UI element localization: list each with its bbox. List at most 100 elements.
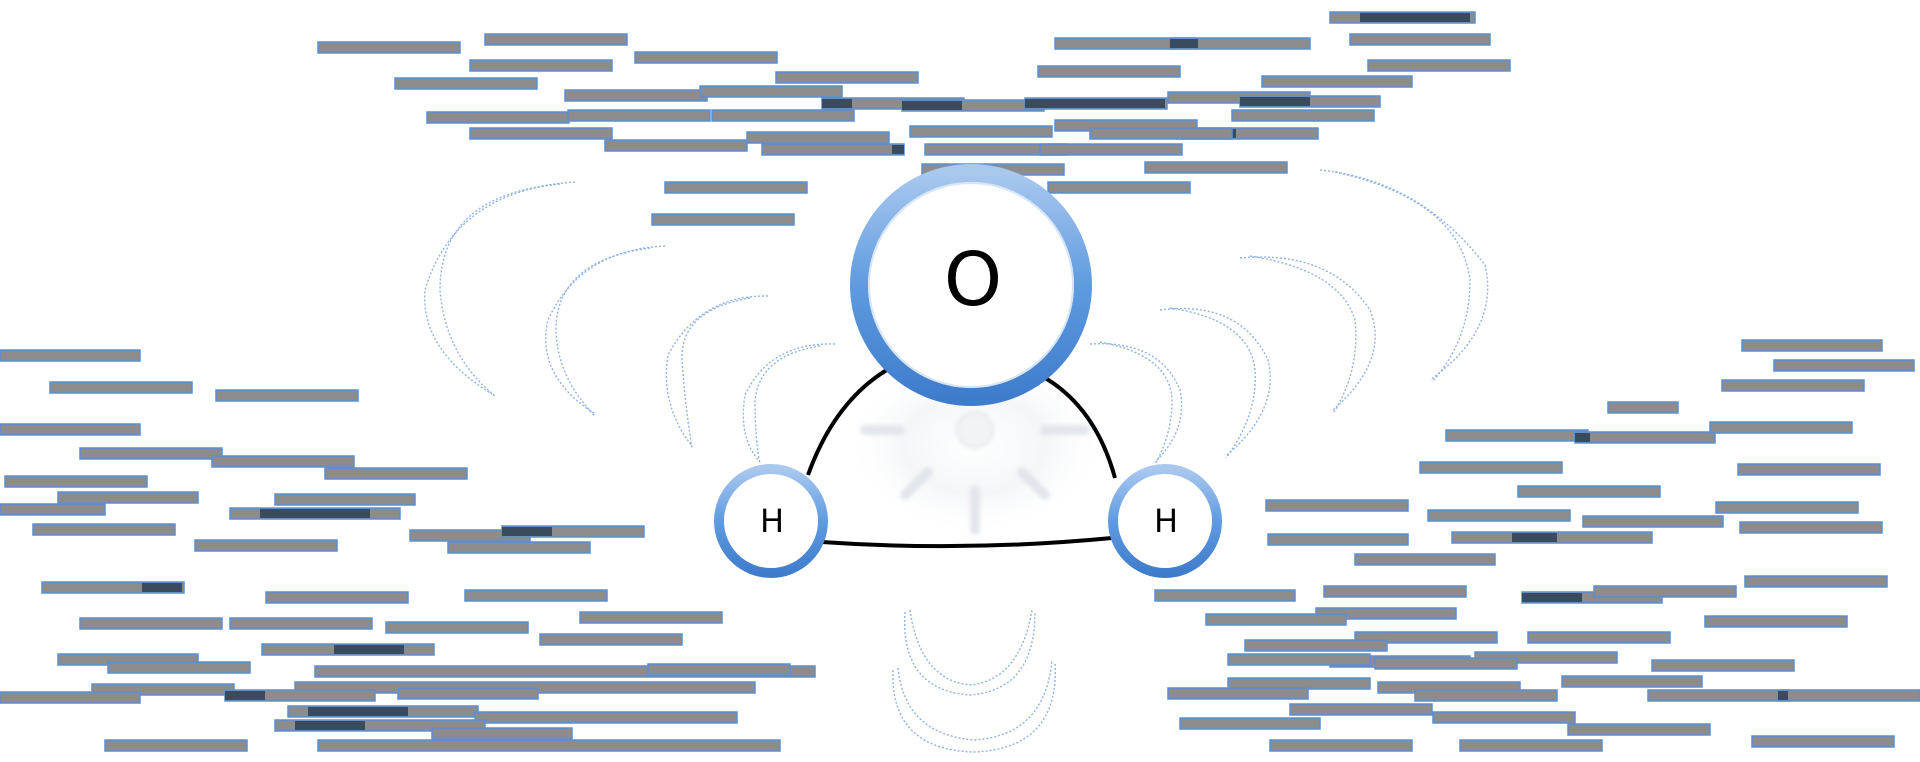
redacted-bar	[1261, 75, 1413, 88]
redacted-bar	[215, 389, 359, 402]
redacted-bar	[79, 617, 223, 630]
hydrogen-atom-left: H	[714, 464, 828, 578]
redacted-bar	[1269, 739, 1413, 752]
redacted-bar	[0, 503, 106, 516]
bond-left	[806, 366, 892, 476]
redacted-bar	[104, 739, 248, 752]
bond-right	[1039, 373, 1117, 479]
redacted-bar	[1354, 631, 1498, 644]
redacted-bar	[469, 127, 613, 140]
redacted-bar	[1582, 515, 1724, 528]
wave-arc	[1099, 341, 1173, 465]
redacted-bar	[107, 661, 251, 674]
redacted-bar	[0, 691, 141, 704]
redacted-bar	[431, 727, 573, 740]
redacted-bar-dark-segment	[892, 145, 904, 154]
redacted-bar	[699, 85, 843, 98]
redacted-bar	[1445, 429, 1589, 442]
redacted-bar	[324, 467, 468, 480]
redacted-bar	[1607, 401, 1679, 414]
wave-arc	[892, 661, 1056, 753]
redacted-bar-dark-segment	[822, 99, 852, 108]
redacted-bar	[1154, 589, 1296, 602]
redacted-bar	[1715, 501, 1859, 514]
hydrogen-atom-right: H	[1108, 464, 1222, 578]
redacted-bar	[761, 143, 905, 156]
redacted-bar	[274, 493, 416, 506]
redacted-bar	[1561, 675, 1703, 688]
redacted-bar	[604, 139, 748, 152]
oxygen-label: O	[944, 237, 1002, 323]
redacted-bar	[1741, 339, 1883, 352]
wave-arc	[1089, 343, 1183, 463]
redacted-bar	[265, 591, 409, 604]
redacted-bar	[4, 475, 148, 488]
redacted-bars-layer	[0, 11, 1920, 752]
water-molecule: O H H	[714, 164, 1222, 578]
redacted-bar	[1777, 689, 1920, 702]
bond-bottom	[821, 536, 1113, 549]
redacted-bar	[1167, 687, 1309, 700]
redacted-bar	[0, 349, 141, 362]
redacted-bar	[1567, 723, 1711, 736]
redacted-bar	[634, 51, 778, 64]
redacted-bar	[1047, 181, 1191, 194]
redacted-bar	[1574, 431, 1716, 444]
wave-arc	[1159, 307, 1271, 457]
redacted-bar	[1089, 127, 1233, 140]
redacted-bar	[1205, 613, 1347, 626]
wave-arc	[424, 181, 576, 395]
redacted-bar-dark-segment	[1360, 13, 1470, 22]
redacted-bar	[1773, 359, 1915, 372]
redacted-bar	[447, 541, 591, 554]
redacted-bar	[32, 523, 176, 536]
redacted-bar-dark-segment	[260, 509, 370, 518]
redacted-bar	[394, 77, 538, 90]
redacted-bar	[41, 581, 185, 594]
redacted-bar	[274, 719, 486, 732]
redacted-bar	[314, 665, 816, 678]
hydrogen-right-label: H	[1154, 502, 1178, 540]
wave-arc	[555, 247, 651, 417]
redacted-bar	[1517, 485, 1661, 498]
redacted-bar	[1432, 711, 1576, 724]
redacted-bar-dark-segment	[1522, 593, 1582, 602]
redacted-bar	[664, 181, 808, 194]
redacted-bar	[909, 125, 1053, 138]
wave-arc	[1169, 307, 1256, 459]
redacted-bar	[469, 59, 613, 72]
redacted-bar	[1265, 499, 1409, 512]
redacted-bar	[775, 71, 919, 84]
redacted-bar	[1231, 109, 1375, 122]
redacted-bar	[1744, 575, 1888, 588]
redacted-bar	[579, 611, 723, 624]
redacted-bar	[1323, 585, 1467, 598]
redacted-bar	[194, 539, 338, 552]
redacted-bar	[79, 447, 223, 460]
redacted-bar	[1179, 717, 1321, 730]
redacted-bar	[1244, 639, 1388, 652]
redacted-bar	[1737, 463, 1881, 476]
redacted-bar-dark-segment	[295, 721, 365, 730]
wave-arc	[909, 609, 1033, 686]
redacted-bar	[385, 621, 529, 634]
redacted-bar-dark-segment	[334, 645, 404, 654]
wave-arc	[681, 297, 751, 449]
redacted-bar	[1267, 533, 1409, 546]
redacted-bar-dark-segment	[1575, 433, 1590, 442]
redacted-bar-dark-segment	[308, 707, 408, 716]
redacted-bar	[57, 491, 199, 504]
redacted-bar	[564, 89, 708, 102]
redacted-bar	[1414, 689, 1558, 702]
redacted-bar	[464, 589, 608, 602]
wave-arc	[1239, 256, 1376, 411]
redacted-bar-dark-segment	[225, 691, 265, 700]
wave-arc	[742, 343, 836, 463]
redacted-bar	[1037, 65, 1181, 78]
wave-arc	[903, 611, 1036, 696]
redacted-bar	[1427, 509, 1571, 522]
wave-arc	[1319, 169, 1489, 381]
redacted-bar	[1039, 143, 1183, 156]
redacted-bar	[1651, 659, 1795, 672]
